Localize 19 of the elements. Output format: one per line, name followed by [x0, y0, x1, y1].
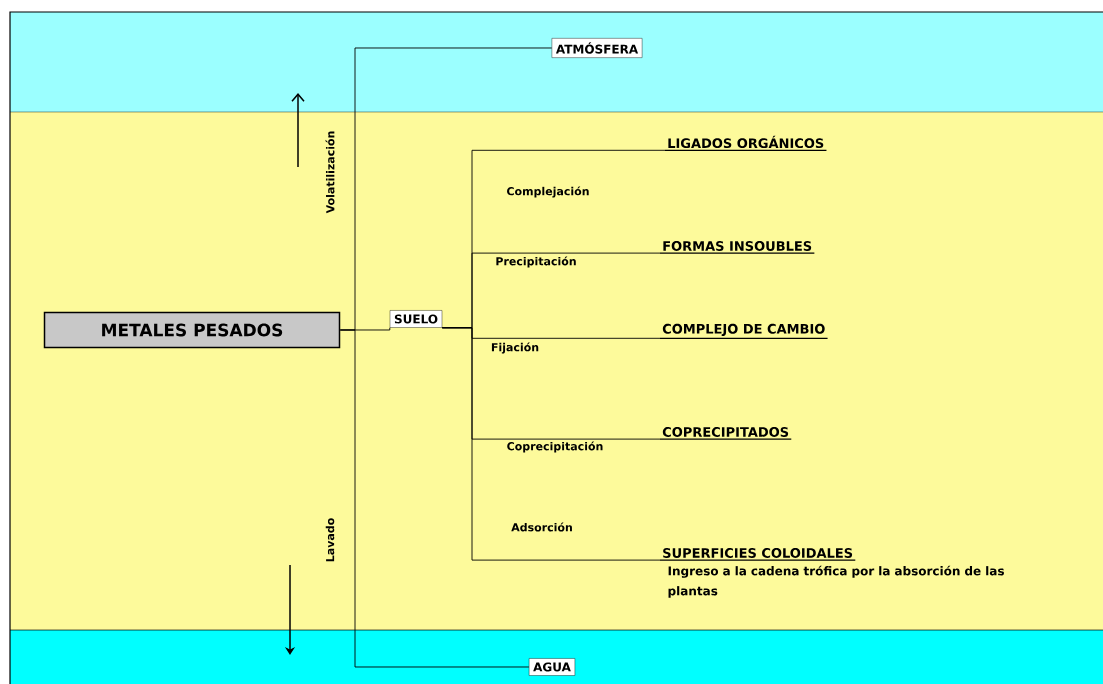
- connector-line: [339, 329, 530, 668]
- edge-label: Coprecipitación: [505, 440, 605, 454]
- underlined-heading: SUPERFICIES COLOIDALES: [659, 548, 856, 561]
- edge-label: Complejación: [505, 185, 591, 199]
- edge-label: Fijación: [489, 341, 541, 355]
- title-box: METALES PESADOS: [43, 311, 341, 349]
- process-label: Lavado: [325, 518, 335, 562]
- underlined-heading: COPRECIPITADOS: [659, 427, 792, 440]
- label-box: SUELO: [389, 310, 443, 328]
- underlined-heading: LIGADOS ORGÁNICOS: [664, 135, 828, 151]
- edge-label: Adsorción: [510, 521, 574, 533]
- label-box: ATMÓSFERA: [551, 38, 643, 58]
- underlined-heading: FORMAS INSOUBLES: [659, 241, 815, 254]
- underlined-heading: COMPLEJO DE CAMBIO: [659, 323, 829, 339]
- connector-line: [441, 327, 661, 561]
- edge-label: Precipitación: [494, 255, 578, 269]
- note-text: Ingreso a la cadena trófica por la absorción de las plantas: [668, 565, 1004, 598]
- process-label: Volatilización: [325, 131, 335, 214]
- label-box: AGUA: [528, 658, 576, 676]
